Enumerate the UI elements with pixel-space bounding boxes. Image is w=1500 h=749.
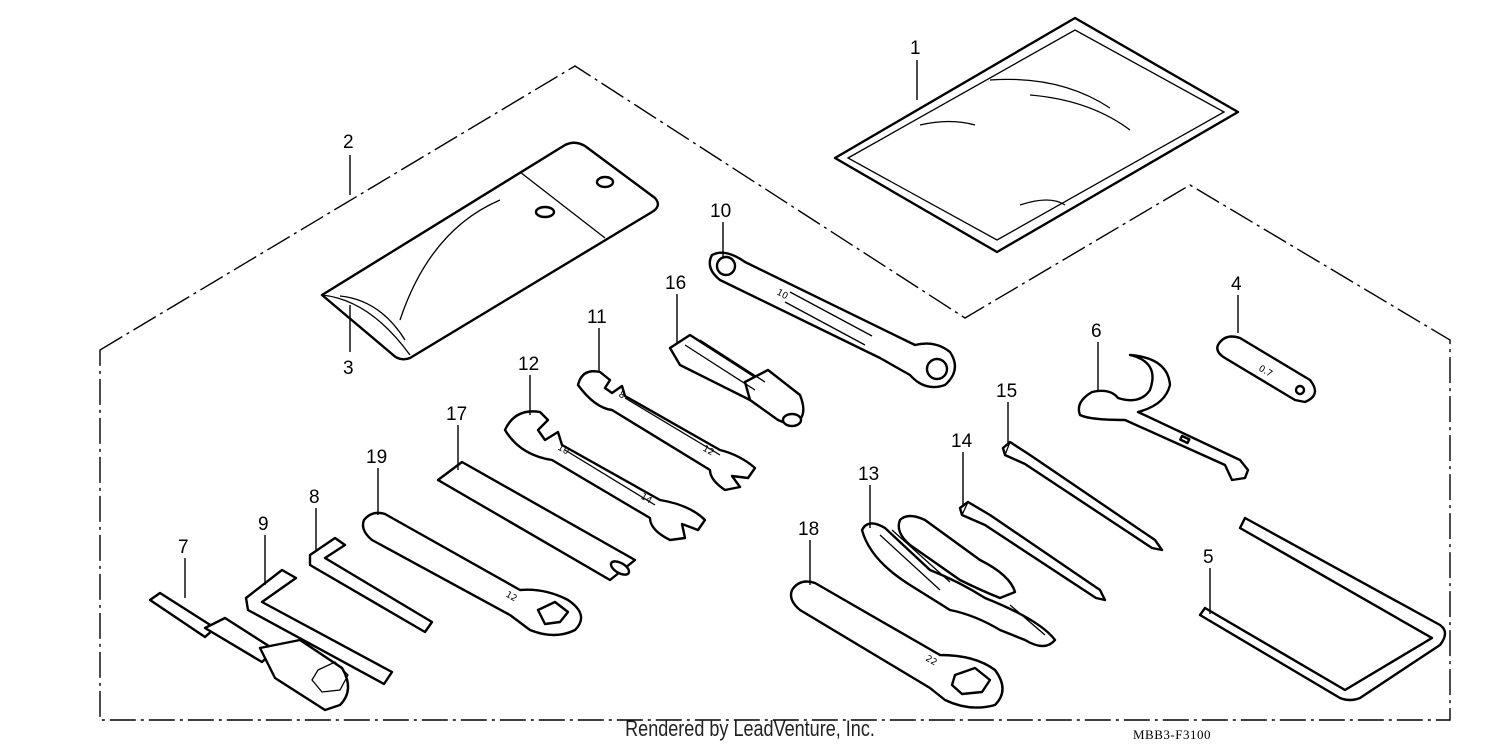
leader-lines (184, 60, 1239, 614)
part-11-open-spanner: 8 12 (576, 370, 757, 492)
callout-17: 17 (446, 404, 467, 425)
part-8-hex-key (308, 536, 434, 634)
part-4-feeler-gauge: 0.7 (1216, 335, 1317, 404)
callout-4: 4 (1231, 274, 1242, 295)
stamp-10: 10 (775, 288, 790, 302)
part-17-extension-bar (436, 460, 637, 582)
callout-18: 18 (798, 519, 819, 540)
part-7-socket-driver (148, 591, 350, 712)
callout-7: 7 (178, 537, 189, 558)
callout-15: 15 (996, 381, 1017, 402)
part-9-hex-key (244, 568, 394, 686)
part-10-ring-spanner: 10 (708, 251, 957, 389)
part-14-screwdriver (958, 500, 1107, 602)
part-6-pin-spanner (1077, 353, 1250, 482)
assembly-frame (99, 65, 1451, 721)
callout-9: 9 (258, 514, 269, 535)
stamp-8: 8 (617, 390, 627, 402)
part-1-tool-bag (833, 16, 1240, 254)
callout-13: 13 (858, 464, 879, 485)
part-2-tool-case (320, 141, 660, 361)
callout-3: 3 (343, 358, 354, 379)
callout-19: 19 (366, 447, 387, 468)
part-12-open-spanner: 10 14 (503, 410, 707, 542)
callout-2: 2 (343, 132, 354, 153)
callout-6: 6 (1091, 321, 1102, 342)
callout-16: 16 (665, 273, 686, 294)
render-credit: Rendered by LeadVenture, Inc. (625, 716, 875, 741)
stamp-12-b: 12 (504, 590, 519, 604)
part-15-screwdriver (1001, 440, 1164, 552)
stamp-12: 12 (701, 444, 716, 458)
diagram-code: MBB3-F3100 (1133, 727, 1211, 742)
part-16-socket-handle (668, 333, 805, 428)
stamp-22: 22 (924, 654, 939, 668)
part-5-strap-rod (1198, 516, 1447, 702)
callout-1: 1 (910, 38, 921, 59)
callout-labels: 1 2 3 4 5 6 7 8 9 10 11 12 13 14 15 16 1… (178, 38, 1242, 568)
part-18-box-spanner: 22 (789, 580, 1004, 709)
callout-12: 12 (518, 354, 539, 375)
callout-11: 11 (587, 307, 607, 328)
part-13-pliers (860, 514, 1057, 648)
callout-8: 8 (309, 487, 320, 508)
callout-10: 10 (710, 201, 731, 222)
callout-14: 14 (951, 431, 973, 452)
callout-5: 5 (1203, 547, 1214, 568)
part-19-box-spanner: 12 (361, 511, 583, 637)
